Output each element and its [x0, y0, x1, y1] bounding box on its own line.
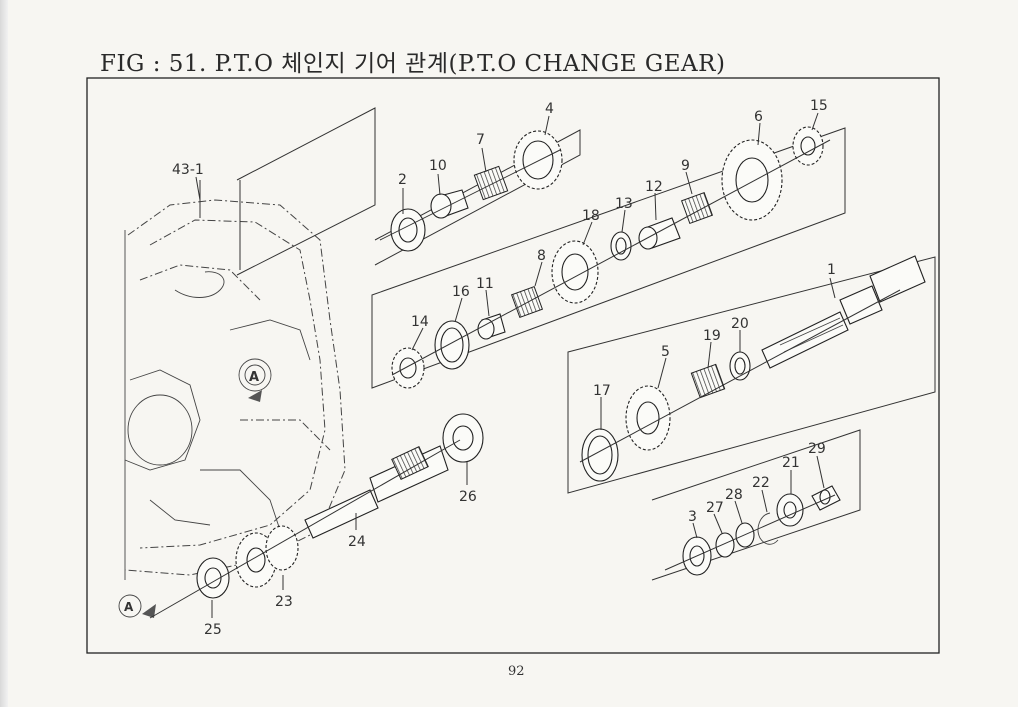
callout-14: 14	[411, 314, 429, 330]
callout-10: 10	[429, 158, 447, 174]
callout-17: 17	[593, 383, 611, 399]
callout-9: 9	[681, 158, 690, 174]
callout-21: 21	[782, 455, 800, 471]
callout-26: 26	[459, 489, 477, 505]
part-1-main-shaft	[761, 255, 926, 369]
callout-23: 23	[275, 594, 293, 610]
part-13-washer	[610, 231, 632, 261]
part-27-washer	[715, 532, 735, 558]
page-number: 92	[508, 664, 525, 679]
part-18-gear	[551, 240, 599, 304]
part-11-collar	[477, 313, 506, 340]
callout-8: 8	[537, 248, 546, 264]
part-21-bearing	[776, 493, 804, 527]
part-5-gear	[625, 385, 671, 451]
part-16-ring	[434, 320, 470, 370]
callout-19: 19	[703, 328, 721, 344]
part-17-ring	[581, 428, 619, 482]
callout-13: 13	[615, 196, 633, 212]
part-29-plate	[811, 485, 841, 511]
callout-22: 22	[752, 475, 770, 491]
callout-15: 15	[810, 98, 828, 114]
callout-4: 4	[545, 101, 554, 117]
part-25-bearing	[196, 557, 230, 599]
group-box-bottom	[651, 429, 861, 581]
callout-11: 11	[476, 276, 494, 292]
callout-labels: 43-1 2 10 7 4 6 15 9 12 13 18 8 11 16 14…	[172, 98, 836, 638]
callout-5: 5	[661, 344, 670, 360]
callout-2: 2	[398, 172, 407, 188]
part-14-gear	[391, 347, 425, 389]
part-4-gear	[513, 130, 563, 190]
transmission-housing: A	[124, 199, 346, 580]
part-26-bearing	[442, 413, 484, 463]
callout-12: 12	[645, 179, 663, 195]
callout-7: 7	[476, 132, 485, 148]
callout-29: 29	[808, 441, 826, 457]
view-marker-a-bottom: A	[118, 594, 156, 618]
part-24-pto-shaft	[304, 445, 449, 539]
callout-leaders	[195, 112, 836, 618]
diagram-frame	[86, 77, 940, 654]
part-9-needle-bearing	[680, 191, 714, 225]
callout-1: 1	[827, 262, 836, 278]
callout-6: 6	[754, 109, 763, 125]
callout-25: 25	[204, 622, 222, 638]
callout-43-1: 43-1	[172, 162, 204, 178]
callout-27: 27	[706, 500, 724, 516]
callout-3: 3	[688, 509, 697, 525]
callout-20: 20	[731, 316, 749, 332]
callout-24: 24	[348, 534, 366, 550]
part-23-gear	[235, 525, 299, 588]
part-22-snap-ring	[757, 512, 779, 545]
part-10-collar	[430, 189, 469, 219]
page-binding-edge	[0, 0, 8, 707]
part-6-gear	[721, 139, 783, 221]
callout-18: 18	[582, 208, 600, 224]
part-19-needle-bearing	[690, 363, 726, 399]
callout-28: 28	[725, 487, 743, 503]
group-box-top-left	[236, 107, 376, 276]
part-12-collar	[638, 217, 681, 250]
svg-text:A: A	[124, 600, 134, 614]
group-box-middle	[371, 127, 846, 389]
part-8-needle-bearing	[510, 285, 544, 319]
callout-16: 16	[452, 284, 470, 300]
view-marker-a-housing: A	[249, 370, 259, 385]
part-2-bearing	[390, 208, 426, 252]
group-box-shaft	[567, 256, 936, 494]
page-title: FIG : 51. P.T.O 체인지 기어 관계(P.T.O CHANGE G…	[100, 51, 726, 77]
